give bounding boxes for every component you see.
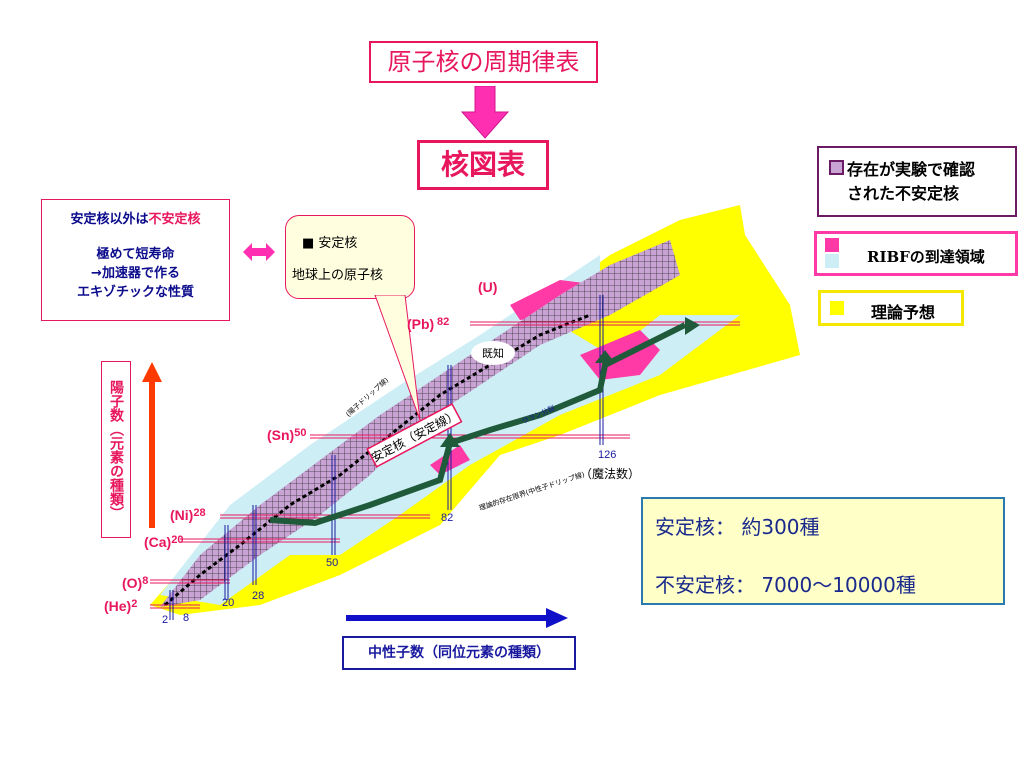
stability-line [164,313,591,607]
neutron-axis-label: 中性子数（同位元素の種類） [342,636,576,670]
neutron-magic-2: 2 [162,614,169,626]
element-pb: (Pb) 82 [407,316,450,332]
element-sn: (Sn) 50 [267,427,307,443]
info-line1: 安定核以外は不安定核 [70,212,201,227]
legend-swatch-exp [829,160,844,175]
legend-theory: 理論予想 [818,290,964,326]
known-tag: 既知 [471,341,515,365]
known-label: 既知 [482,346,504,360]
stats-unstable: 不安定核： 7000～10000種 [655,573,916,597]
callout-line2: 地球上の原子核 [292,268,384,283]
info-line4: エキゾチックな性質 [76,285,194,300]
stats-box: 安定核： 約300種 不安定核： 7000～10000種 [641,497,1005,605]
legend-ribf: RIBFの到達領域 [814,231,1018,276]
legend-swatch-theory [830,301,844,315]
element-u: (U) [478,279,498,295]
callout-pointer [374,295,421,421]
neutron-magic-82: 82 [441,512,454,524]
proton-axis-label: 陽子数（元素の種類） [101,361,131,538]
stable-callout: ■ 安定核 地球上の原子核 [285,215,415,299]
neutron-magic-8: 8 [183,612,190,624]
neutron-magic-28: 28 [252,590,265,602]
legend-theory-label: 理論予想 [871,303,936,322]
ribf-pink-mid [430,445,470,475]
title-top: 原子核の周期律表 [369,41,598,83]
magic-number-label: （魔法数） [580,467,641,481]
title-main: 核図表 [417,140,549,190]
info-line2: 極めて短寿命 [96,247,175,262]
neutron-drip-label: 理論的存在限界(中性子ドリップ線) [478,470,586,513]
element-ni: (Ni) 28 [170,507,206,523]
callout-line1: ■ 安定核 [302,236,358,251]
nuclear-chart: 安定核（安定線） 既知 (陽子ドリップ線) ウラン分裂 理論的存在限界(中性子ド… [150,205,800,620]
rprocess-path [269,322,687,527]
element-ca: (Ca) 20 [144,534,184,550]
legend-exp-line2: された不安定核 [847,184,960,203]
legend-swatch-ribf-blue [825,254,839,268]
up-arrow-icon [142,362,162,528]
element-o: (O) 8 [122,575,149,591]
neutron-magic-20: 20 [222,597,235,609]
legend-swatch-ribf-pink [825,238,839,252]
neutron-magic-50: 50 [326,557,339,569]
right-arrow-icon [346,608,568,628]
info-line3: →加速器で作る [91,266,180,281]
stats-stable: 安定核： 約300種 [655,515,820,539]
neutron-magic-126: 126 [598,449,617,461]
down-arrow-icon [460,86,510,139]
legend-experimental: 存在が実験で確認 された不安定核 [817,146,1017,217]
unstable-info-box: 安定核以外は不安定核 極めて短寿命 →加速器で作る エキゾチックな性質 [41,199,230,321]
legend-exp-line1: 存在が実験で確認 [847,160,976,179]
legend-ribf-label: RIBFの到達領域 [867,248,985,266]
double-arrow-icon [243,243,275,261]
element-he: (He) 2 [104,598,138,614]
